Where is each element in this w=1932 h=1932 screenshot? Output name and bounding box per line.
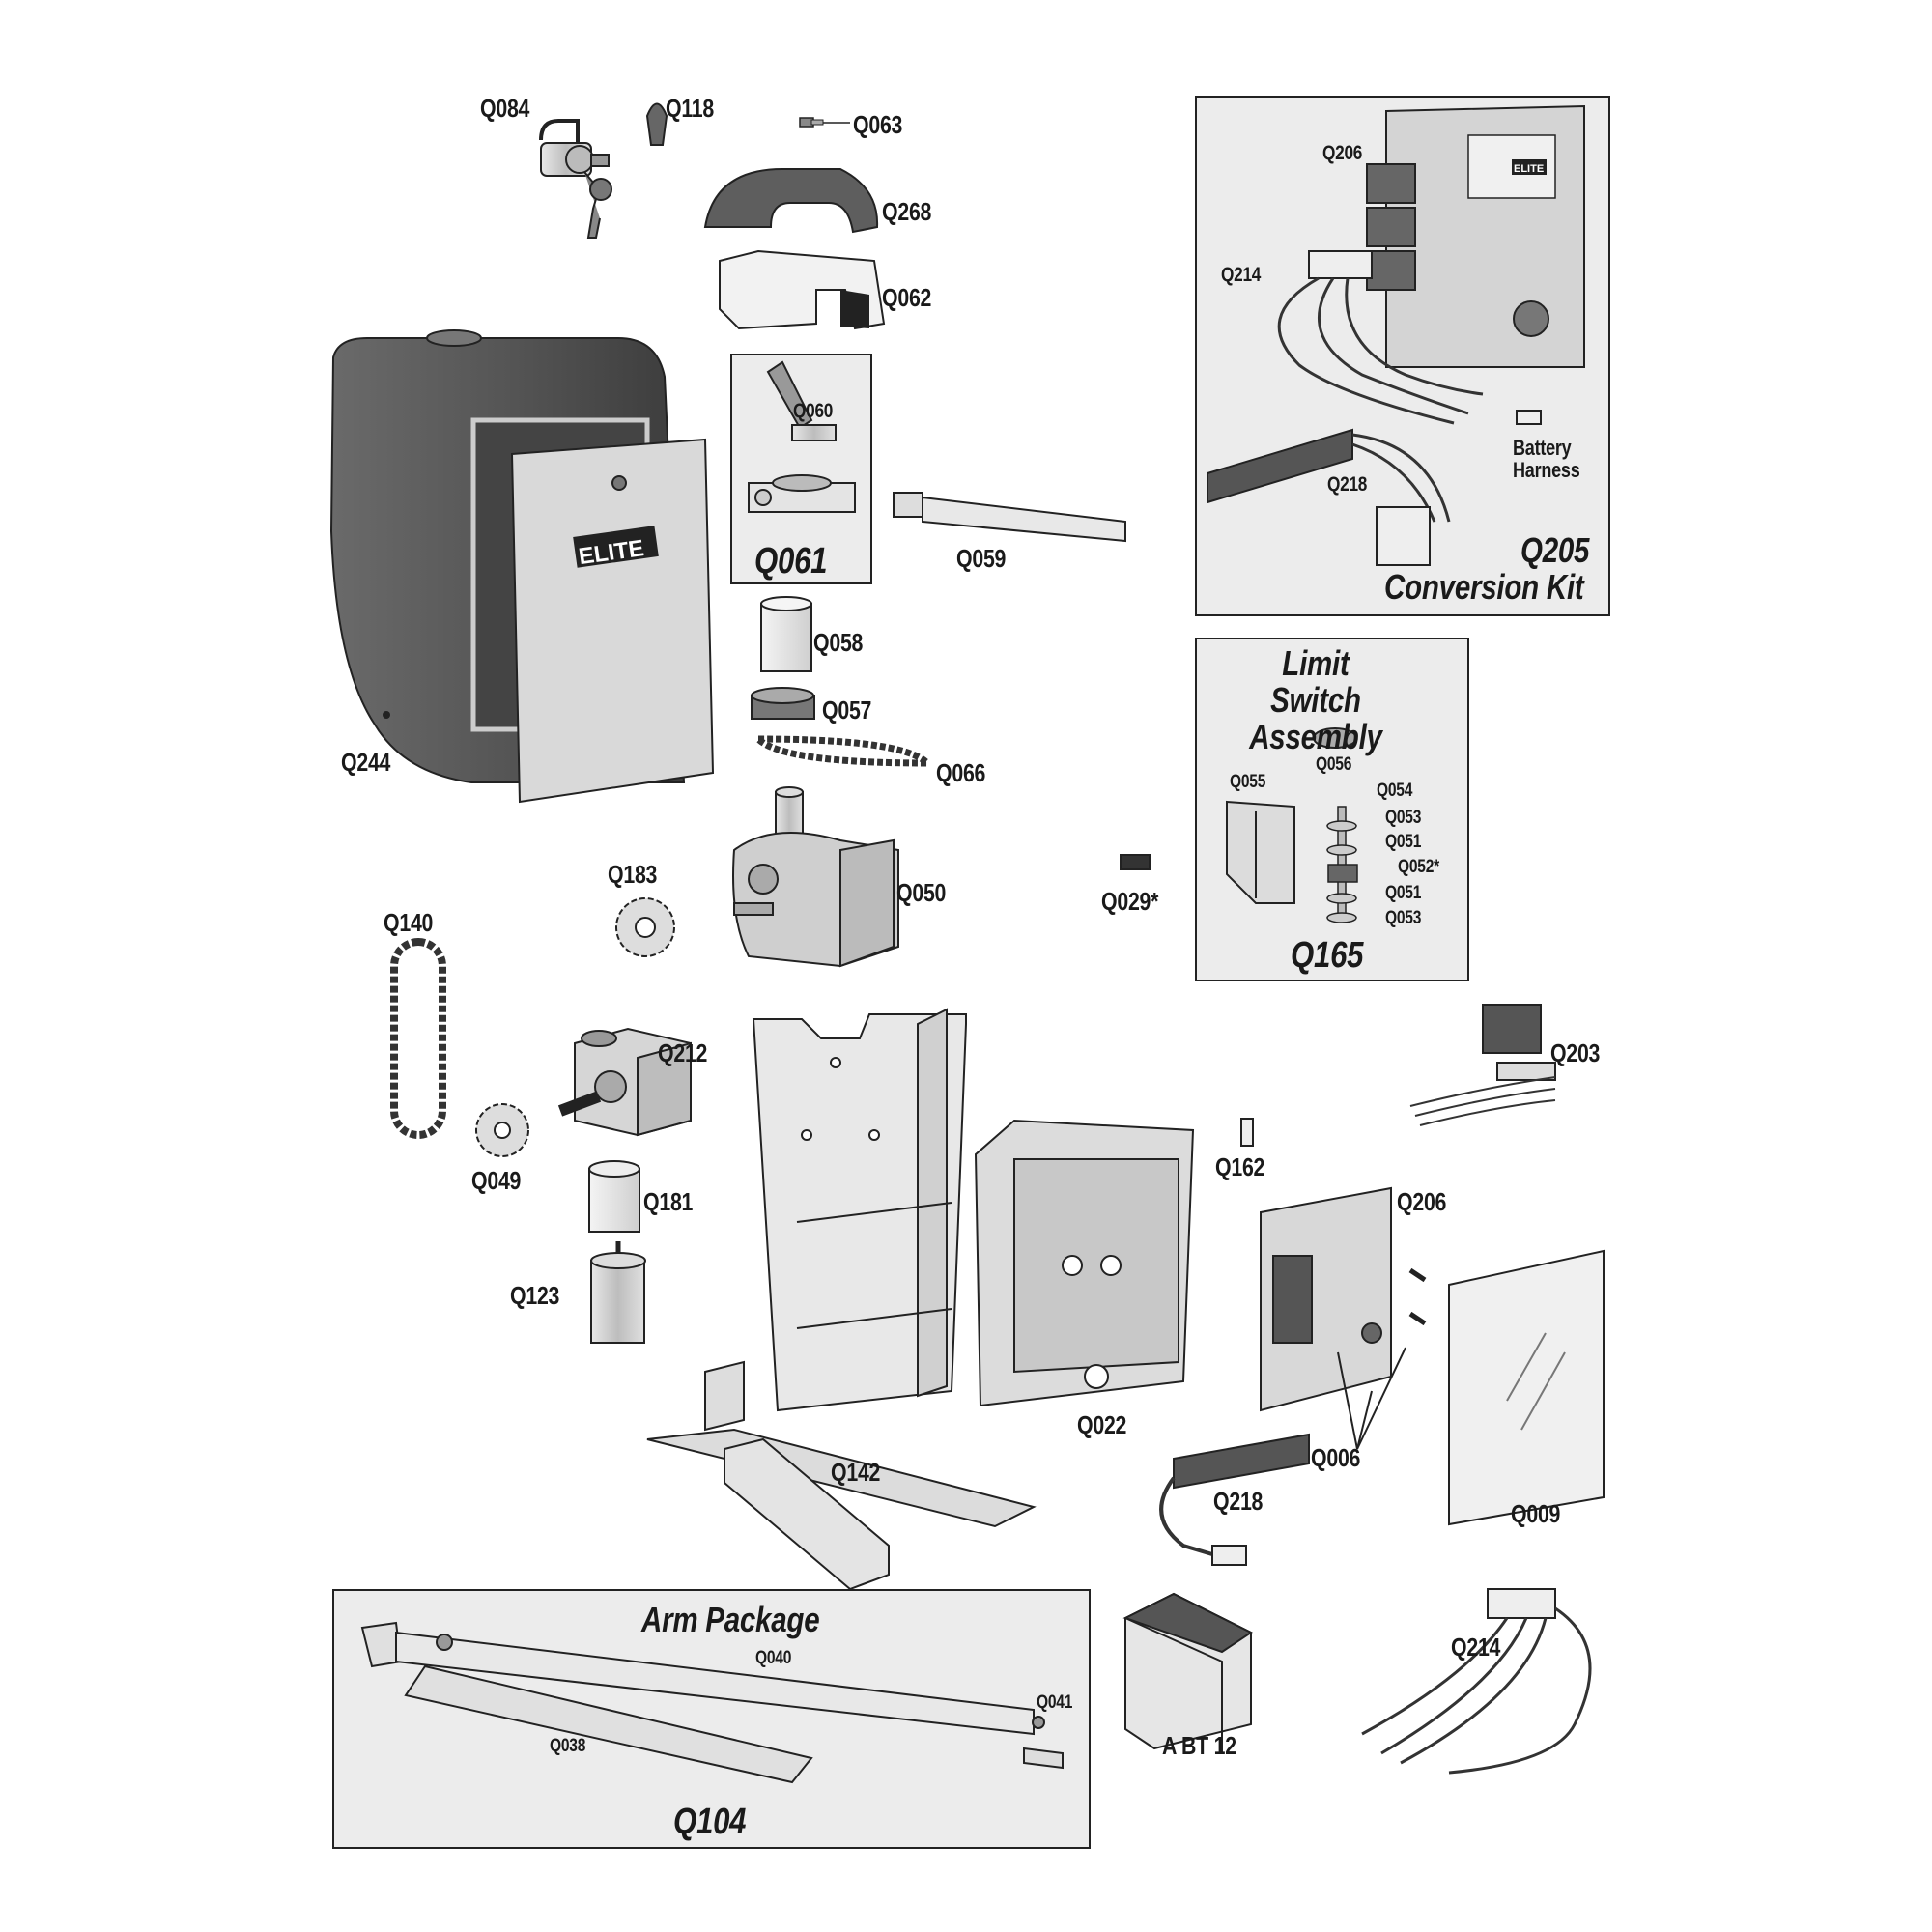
label-q057: Q057: [822, 696, 872, 724]
label-q063: Q063: [853, 110, 903, 139]
label-q218-lower: Q218: [1213, 1487, 1264, 1516]
mounting-stand-part: [646, 1008, 1037, 1591]
label-ls-q052: Q052*: [1398, 857, 1439, 877]
label-kit-q214: Q214: [1221, 264, 1262, 286]
label-q244: Q244: [341, 748, 391, 777]
label-kit-q218: Q218: [1327, 473, 1368, 496]
limit-switch-parts: [1226, 727, 1358, 923]
label-ls-q051b: Q051: [1385, 883, 1422, 903]
harness-q214-upper-part: [1277, 250, 1542, 425]
label-q050: Q050: [896, 878, 947, 907]
arm-parts: [360, 1621, 1064, 1784]
sleeve-part: [760, 596, 812, 672]
label-q118: Q118: [666, 94, 715, 123]
operator-housing-part: ELITE: [329, 329, 715, 804]
label-kit-name: Conversion Kit: [1384, 567, 1584, 607]
label-q060: Q060: [793, 400, 834, 422]
label-arm-q038: Q038: [550, 1736, 586, 1756]
label-q162: Q162: [1215, 1152, 1265, 1181]
label-kit-number: Q205: [1520, 530, 1590, 570]
label-q140: Q140: [384, 908, 434, 937]
label-q142: Q142: [831, 1458, 881, 1487]
harness-q214-lower-part: [1361, 1588, 1592, 1775]
label-q009: Q009: [1511, 1499, 1561, 1528]
spacer-block-part: [719, 249, 886, 330]
clear-cover-part: [1448, 1249, 1605, 1526]
board-logo: ELITE: [1514, 163, 1544, 175]
label-q066: Q066: [936, 758, 986, 787]
label-q206-lower: Q206: [1397, 1187, 1447, 1216]
battery-part: [1122, 1592, 1253, 1753]
screw-part: [799, 117, 850, 128]
fuse-part: [1240, 1118, 1254, 1147]
terminal-strip-q218-lower-part: [1159, 1433, 1310, 1566]
cam-lock-part: [539, 119, 612, 239]
label-q084: Q084: [480, 94, 530, 123]
label-q022: Q022: [1077, 1410, 1127, 1439]
label-q061: Q061: [754, 541, 828, 582]
label-q183: Q183: [608, 860, 658, 889]
label-q058: Q058: [813, 628, 864, 657]
label-q062: Q062: [882, 283, 932, 312]
label-ls-q053a: Q053: [1385, 808, 1422, 828]
label-ls-q055: Q055: [1230, 772, 1266, 792]
label-ls-q053b: Q053: [1385, 908, 1422, 928]
label-q049: Q049: [471, 1166, 522, 1195]
label-q268: Q268: [882, 197, 932, 226]
coupler-part: [588, 1160, 640, 1233]
sprocket-q183-part: [615, 897, 675, 957]
bearing-part: [751, 687, 815, 720]
control-board-q206-lower-part: [1260, 1186, 1392, 1412]
label-q181: Q181: [643, 1187, 694, 1216]
control-board-q206-upper-part: ELITE: [1366, 104, 1585, 368]
encoder-motor-part: [590, 1241, 646, 1344]
control-box-part: [974, 1119, 1195, 1407]
sprocket-q049-part: [475, 1103, 529, 1157]
standoffs-part: [1337, 1267, 1427, 1450]
gearbox-part: [732, 786, 899, 968]
terminal-strip-q218-upper-part: [1207, 428, 1451, 566]
chain-loop-part: [390, 938, 446, 1139]
label-abt12: A BT 12: [1162, 1731, 1236, 1760]
label-arm-q041: Q041: [1037, 1692, 1073, 1713]
switch-q029-part: [1120, 854, 1151, 870]
label-ls-q051a: Q051: [1385, 832, 1422, 852]
release-bar-part: [893, 492, 1126, 543]
label-arm-package-title: Arm Package: [641, 1600, 820, 1639]
label-battery-harness: Battery Harness: [1513, 436, 1580, 483]
label-ls-q054: Q054: [1377, 781, 1413, 801]
label-ls-assembly-number: Q165: [1291, 935, 1364, 976]
top-cap-part: [703, 168, 879, 234]
label-q123: Q123: [510, 1281, 560, 1310]
label-limit-switch-title: Limit Switch Assembly: [1249, 643, 1382, 756]
release-lever-part: [748, 360, 856, 513]
label-q059: Q059: [956, 544, 1007, 573]
harness-q203-part: [1409, 1004, 1556, 1126]
label-q203: Q203: [1550, 1038, 1601, 1067]
drive-chain-part: [750, 735, 936, 767]
label-q006: Q006: [1311, 1443, 1361, 1472]
key-part: [645, 102, 668, 146]
reducer-q212-part: [557, 1027, 692, 1137]
label-ls-q056: Q056: [1316, 754, 1352, 775]
label-arm-package-number: Q104: [673, 1802, 747, 1842]
label-kit-q206: Q206: [1322, 142, 1363, 164]
label-arm-q040: Q040: [755, 1648, 792, 1668]
label-q214-lower: Q214: [1451, 1633, 1501, 1662]
label-q212: Q212: [658, 1038, 708, 1067]
lever-kit-box: [730, 354, 872, 584]
label-q029: Q029*: [1101, 887, 1159, 916]
